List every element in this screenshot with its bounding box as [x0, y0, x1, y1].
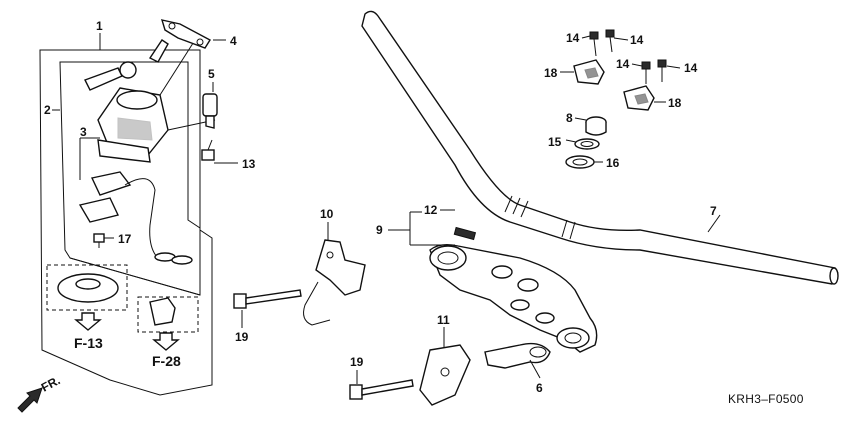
callout-7: 7 [710, 204, 717, 218]
leader-lines [79, 35, 721, 384]
callout-18b: 18 [668, 96, 682, 110]
callout-15: 15 [548, 135, 562, 149]
callout-10: 10 [320, 207, 334, 221]
callout-8: 8 [566, 111, 573, 125]
flange-bolt-upper [233, 289, 302, 309]
stay-bracket-lower [419, 342, 551, 406]
callout-12: 12 [424, 203, 438, 217]
callout-2: 2 [44, 103, 51, 117]
screw [93, 233, 105, 248]
key [202, 93, 218, 129]
callout-3: 3 [80, 125, 87, 139]
callout-11: 11 [437, 313, 450, 327]
reference-f28: F-28 [152, 353, 181, 369]
diagram-code: KRH3–F0500 [728, 392, 804, 406]
callout-4: 4 [230, 34, 237, 48]
holder-bolts [589, 29, 667, 84]
contact-block [78, 171, 193, 265]
callout-6: 6 [536, 381, 543, 395]
callout-16: 16 [606, 156, 620, 170]
callout-5: 5 [208, 67, 215, 81]
ignition-switch [84, 39, 216, 163]
mounting-bracket [160, 19, 211, 49]
callout-1: 1 [96, 19, 103, 33]
front-arrow-icon [17, 387, 43, 413]
callout-14d: 14 [684, 61, 698, 75]
callout-14a: 14 [566, 31, 580, 45]
lock-reference [137, 296, 199, 351]
callout-18a: 18 [544, 66, 558, 80]
callout-13: 13 [242, 157, 256, 171]
callout-9: 9 [376, 223, 383, 237]
handlebar [361, 10, 839, 285]
handlebar-holder-upper [573, 59, 655, 111]
callout-19b: 19 [350, 355, 364, 369]
fuel-cap-reference [46, 264, 128, 331]
callout-17: 17 [118, 232, 132, 246]
callout-labels: 1 2 3 4 5 6 7 8 9 10 11 12 13 14 14 14 1… [44, 19, 717, 395]
reference-f13: F-13 [74, 335, 103, 351]
stay-bracket-upper [303, 239, 366, 326]
rubber-bushing [565, 116, 607, 169]
flange-bolt-lower [349, 379, 414, 400]
bolt [201, 139, 215, 161]
callout-14c: 14 [616, 57, 630, 71]
front-label: FR. [39, 373, 63, 394]
callout-19a: 19 [235, 330, 249, 344]
callout-14b: 14 [630, 33, 644, 47]
assembly-outline [39, 33, 213, 396]
top-bridge [429, 226, 598, 353]
